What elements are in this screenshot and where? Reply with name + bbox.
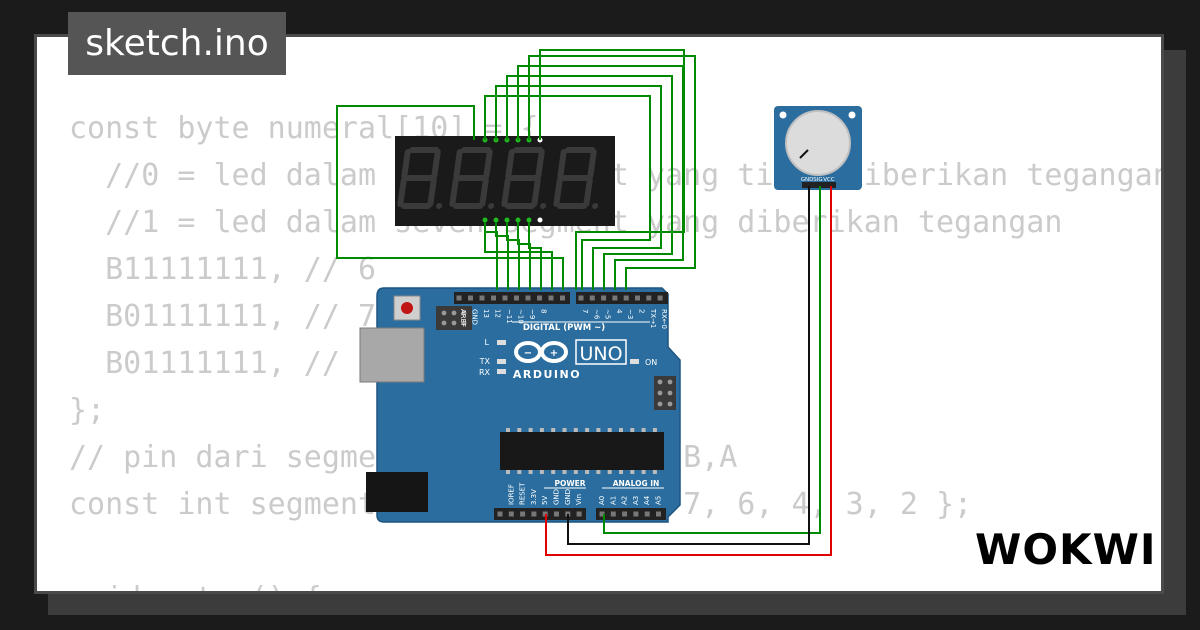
pin-label: A1 xyxy=(609,496,617,505)
pin-label: GND xyxy=(564,489,572,505)
wire xyxy=(495,222,509,290)
led-rx xyxy=(497,369,506,374)
pin-label: 5V xyxy=(541,496,549,505)
pin-label: A4 xyxy=(643,495,651,505)
pin-label: TX→1 xyxy=(649,308,657,328)
code-line: B01111111, // 8 xyxy=(69,346,377,381)
wire xyxy=(528,55,696,290)
pot-pin-label: SIG xyxy=(813,177,822,183)
pin-label: 2 xyxy=(638,309,646,313)
code-line: void setup() { xyxy=(69,575,1161,591)
digital-header-high xyxy=(454,292,570,304)
pin-label: GND xyxy=(553,489,561,505)
pin-label: A5 xyxy=(655,496,663,505)
file-tab[interactable]: sketch.ino xyxy=(68,12,286,75)
pin-label: ~3 xyxy=(626,309,634,319)
icsp-header xyxy=(436,306,472,330)
model-label: UNO xyxy=(579,343,622,365)
display-digit xyxy=(501,147,547,209)
uno-badge xyxy=(575,339,627,365)
led-rx-label: RX xyxy=(479,368,491,377)
wire xyxy=(545,186,832,556)
seven-segment-display[interactable] xyxy=(395,136,615,226)
wire xyxy=(528,222,542,290)
potentiometer-knob[interactable] xyxy=(785,110,851,176)
icsp-header-right xyxy=(654,376,676,410)
pot-pin-label: GND xyxy=(801,177,814,183)
pin-label: AREF xyxy=(459,309,467,327)
pin-label: RESET xyxy=(519,482,527,505)
digital-pin-holes xyxy=(456,295,663,301)
wire xyxy=(484,95,651,290)
code-line: B11111111, // 6 xyxy=(69,252,377,287)
display-digit xyxy=(449,147,495,209)
svg-text:−: − xyxy=(524,348,532,359)
pin-label: 12 xyxy=(494,309,502,318)
arduino-infinity-logo xyxy=(514,341,568,363)
display-digit xyxy=(553,147,599,209)
wire xyxy=(506,222,520,290)
display-digit xyxy=(397,147,443,209)
pin-label: IOREF xyxy=(507,484,515,505)
led-on-label: ON xyxy=(645,358,657,367)
knob-indicator xyxy=(799,149,809,159)
pin-label: ~11 xyxy=(505,309,513,324)
pin-label: GND xyxy=(471,309,479,325)
reset-button-cap xyxy=(401,302,413,314)
analog-label: ANALOG IN xyxy=(613,479,660,488)
led-l xyxy=(497,340,506,345)
wire xyxy=(517,222,531,290)
display-pins xyxy=(482,137,543,223)
wire xyxy=(567,186,810,545)
usb-connector xyxy=(359,327,425,383)
pin-label: ~6 xyxy=(592,309,600,320)
wire xyxy=(539,49,685,290)
led-tx-label: TX xyxy=(479,357,491,366)
pin-label: A2 xyxy=(621,496,629,505)
pin-label: RX←0 xyxy=(660,309,668,329)
pin-label: ~9 xyxy=(528,309,536,319)
wire xyxy=(336,105,564,290)
brand-label: ARDUINO xyxy=(513,368,581,381)
svg-text:+: + xyxy=(550,348,558,359)
power-header xyxy=(494,508,586,520)
wire xyxy=(506,75,673,290)
pot-pin-label: VCC xyxy=(823,177,835,183)
pin-label: ~10 xyxy=(517,309,525,324)
pin-label: A0 xyxy=(598,496,606,505)
pin-label: 4 xyxy=(615,309,623,314)
power-label: POWER xyxy=(554,479,585,488)
digital-header-low xyxy=(576,292,668,304)
chip-pins xyxy=(506,428,657,474)
wire xyxy=(484,222,553,290)
pin-label: A3 xyxy=(632,496,640,505)
digital-label: DIGITAL (PWM ~) xyxy=(523,323,605,333)
pin-label: Vin xyxy=(575,494,583,505)
power-jack xyxy=(366,472,428,512)
pin-label: 13 xyxy=(482,309,490,318)
code-line: B01111111, // 7 xyxy=(69,299,377,334)
wire xyxy=(603,186,821,534)
atmega-chip xyxy=(500,432,664,470)
wokwi-logo: WOKWI xyxy=(975,525,1157,574)
led-on xyxy=(630,359,639,364)
wires xyxy=(336,49,832,556)
pin-label: 7 xyxy=(581,309,589,313)
bottom-pin-holes xyxy=(497,511,661,517)
pin-label: 8 xyxy=(540,309,548,313)
led-tx xyxy=(497,359,506,364)
analog-header xyxy=(596,508,666,520)
wire xyxy=(495,85,662,290)
code-line: }; xyxy=(69,393,106,428)
pin-label: 3.3V xyxy=(530,489,538,505)
pin-label: ~5 xyxy=(604,309,612,319)
led-l-label: L xyxy=(485,338,490,347)
